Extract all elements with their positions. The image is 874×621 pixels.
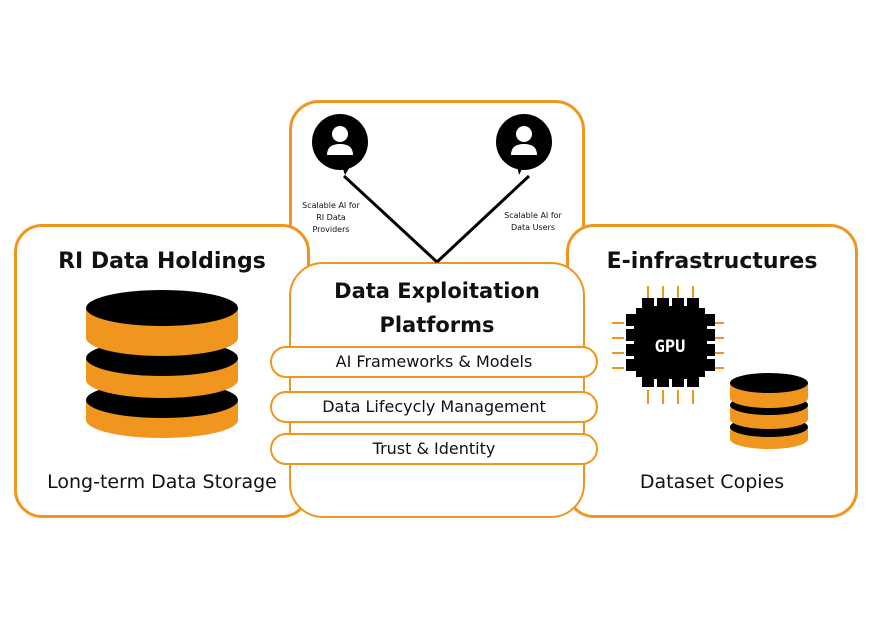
layer-trust-identity: Trust & Identity: [270, 433, 598, 465]
database-icon: [730, 373, 808, 449]
data-exploitation-platforms-panel: Data Exploitation Platforms: [289, 262, 585, 518]
dataset-copies-caption: Dataset Copies: [639, 471, 785, 493]
e-infrastructures-title: E-infrastructures: [606, 249, 818, 274]
gpu-label: GPU: [655, 337, 686, 357]
layer-data-lifecycle: Data Lifecycly Management: [270, 391, 598, 423]
title-line-1: Data Exploitation: [334, 279, 540, 303]
arrow-to-providers: [342, 174, 439, 264]
gpu-chip-icon: GPU: [612, 286, 724, 404]
users-label: Scalable AI for Data Users: [504, 211, 562, 232]
arrow-to-users: [435, 174, 531, 264]
ri-data-holdings-title: RI Data Holdings: [58, 249, 266, 274]
providers-label: Scalable AI for RI Data Providers: [302, 201, 360, 234]
data-exploitation-platforms-title: Data Exploitation Platforms: [291, 274, 583, 342]
long-term-storage-caption: Long-term Data Storage: [47, 471, 277, 493]
database-icon: [86, 290, 238, 438]
layer-ai-frameworks: AI Frameworks & Models: [270, 346, 598, 378]
user-icon: [496, 114, 552, 175]
user-icon: [312, 114, 368, 175]
title-line-2: Platforms: [379, 313, 495, 337]
